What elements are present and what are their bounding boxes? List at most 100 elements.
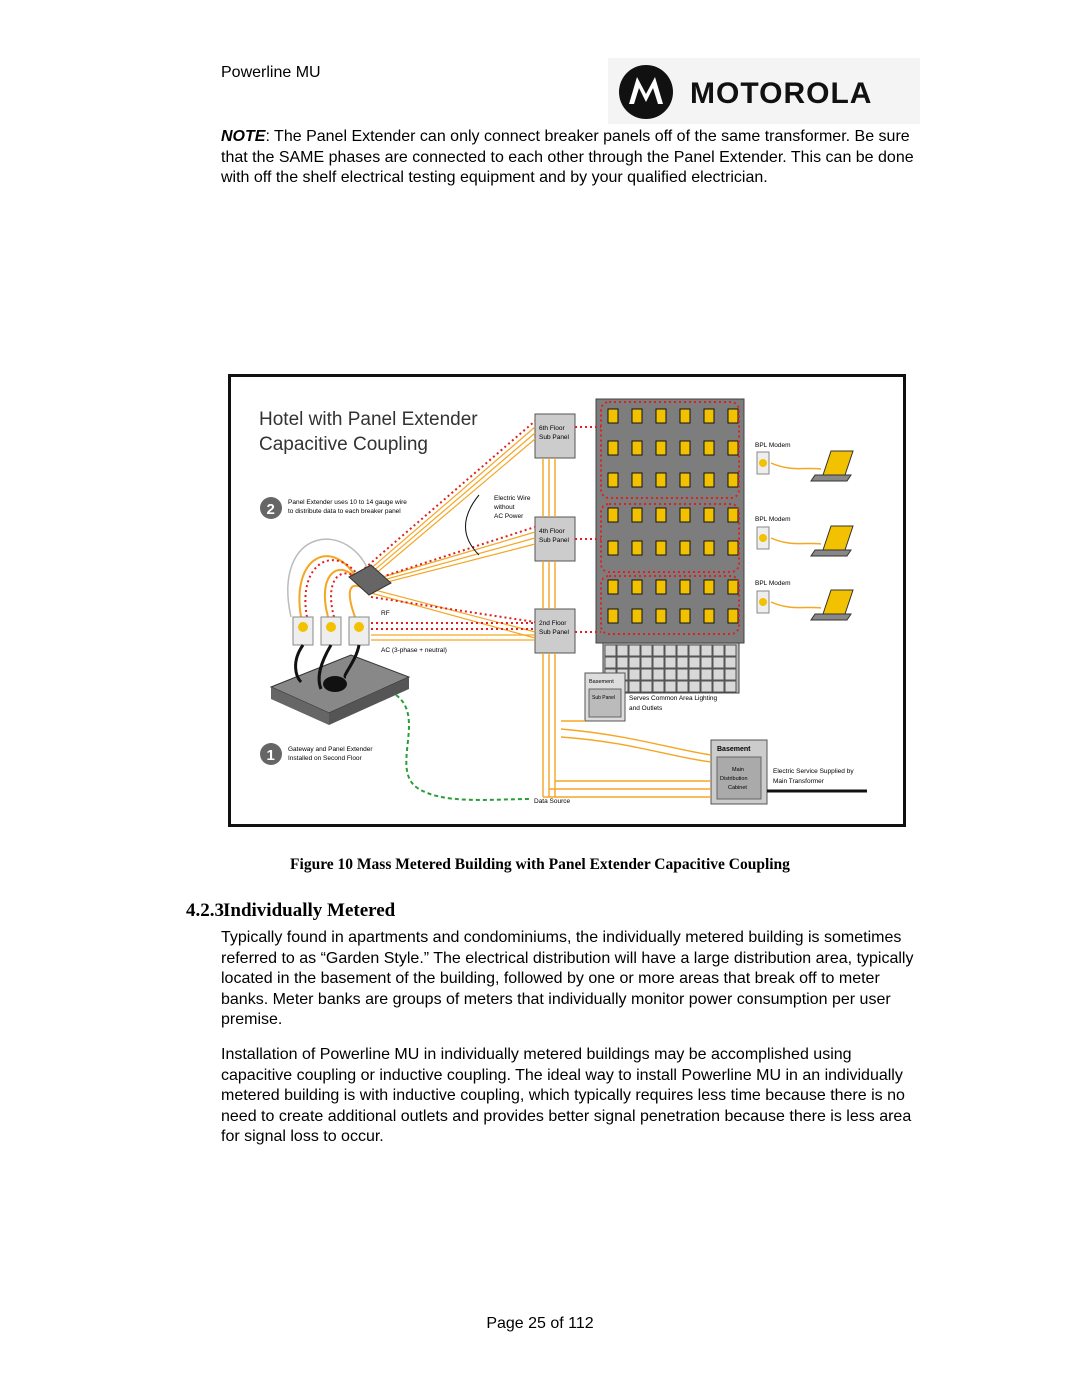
building-base-cell [724,668,737,681]
data-source-line [395,694,532,801]
step-2-text-line2: to distribute data to each breaker panel [288,508,401,515]
sub-panel-6th-floor: 6th Floor Sub Panel [534,413,576,459]
building-base-cell [724,680,737,693]
building-window [607,472,619,488]
building-window [607,608,619,624]
electric-wire-label-line1: Electric Wire [494,495,531,502]
panel-extender-wires [360,426,536,639]
sub-panel-2nd-floor: 2nd Floor Sub Panel [534,608,576,654]
main-dist-line3: Cabinet [728,785,747,791]
sub-panel-4th-line1: 4th Floor [539,528,565,535]
building-base-cell [712,668,725,681]
building-base-cell [724,644,737,657]
step-2-text-line1: Panel Extender uses 10 to 14 gauge wire [288,499,407,506]
figure-hotel-panel-extender: Hotel with Panel Extender Capacitive Cou… [228,374,906,827]
building-window [679,408,691,424]
building-base-cell [664,680,677,693]
serves-label-line2: and Outlets [629,705,663,712]
body-paragraph-2: Installation of Powerline MU in individu… [221,1046,912,1145]
building-base-cell [628,668,641,681]
step-1-text-line1: Gateway and Panel Extender [288,746,373,753]
figure-caption: Figure 10 Mass Metered Building with Pan… [290,856,790,873]
building-window [727,579,739,595]
logo-wordmark: MOTOROLA [690,77,872,110]
building-window [727,608,739,624]
building-base-cell [640,668,653,681]
building-window [703,608,715,624]
wall-outlets [292,616,370,646]
building-base-cell [676,668,689,681]
bpl-modem-label-1: BPL Modem [755,442,791,449]
building-window [655,540,667,556]
main-dist-line2: Distribution [720,776,748,782]
building-window [607,540,619,556]
building-window [631,472,643,488]
sub-panel-6th-line1: 6th Floor [539,425,565,432]
electric-service-line1: Electric Service Supplied by [773,768,854,775]
building-window [655,472,667,488]
basement-sub-label: Basement [589,679,614,685]
building-window [655,579,667,595]
step-2-badge [260,497,282,519]
building-window [655,440,667,456]
building-base-cell [628,680,641,693]
building-base-cell [616,644,629,657]
figure-diagram: Hotel with Panel Extender Capacitive Cou… [259,398,867,805]
building-base-cell [664,668,677,681]
building-window [703,540,715,556]
building-window [727,540,739,556]
building-windows [607,408,739,624]
building-window [655,408,667,424]
building-window [727,507,739,523]
panel-extender [348,564,392,596]
building-window [655,608,667,624]
sub-panel-4th-floor: 4th Floor Sub Panel [534,516,576,562]
building-base-cell [700,680,713,693]
main-dist-line1: Main [732,767,744,773]
building-base-cell [700,656,713,669]
bpl-modem-label-3: BPL Modem [755,580,791,587]
building-window [727,440,739,456]
motorola-logo: MOTOROLA [608,58,920,124]
bpl-modem-group-2: BPL Modem [755,516,854,557]
step-2-number: 2 [267,501,275,518]
building-base-cell [604,644,617,657]
building-base-cell [664,644,677,657]
rf-label: RF [381,610,390,617]
section-number: 4.2.3 [186,900,224,921]
building-window [631,608,643,624]
electric-wire-label-line3: AC Power [494,513,524,520]
building-window [655,507,667,523]
building-window [703,507,715,523]
building-base-cell [616,656,629,669]
building-window [703,408,715,424]
building-window [607,440,619,456]
building-base-cell [724,656,737,669]
building-window [607,408,619,424]
building-window [679,608,691,624]
step-1-badge [260,743,282,765]
building-base-cell [688,656,701,669]
building-base-cell [712,644,725,657]
building-window [679,440,691,456]
building-window [631,540,643,556]
sub-panel-4th-line2: Sub Panel [539,537,570,544]
bpl-modem-group-3: BPL Modem [755,580,854,621]
building-base-cell [700,644,713,657]
building-window [727,472,739,488]
serves-label-line1: Serves Common Area Lighting [629,695,718,702]
building-base-cell [712,680,725,693]
building-base-cell [712,656,725,669]
note-text: : The Panel Extender can only connect br… [221,128,914,186]
building-base-cell [676,644,689,657]
building-window [727,408,739,424]
step-1-text-line2: Installed on Second Floor [288,755,363,762]
building-base-cell [652,680,665,693]
building-base-cell [688,668,701,681]
building-base-cell [628,656,641,669]
building-base-cell [676,680,689,693]
building [595,398,745,644]
building-base-cell [700,668,713,681]
building-window [631,507,643,523]
sub-panel-6th-line2: Sub Panel [539,434,570,441]
